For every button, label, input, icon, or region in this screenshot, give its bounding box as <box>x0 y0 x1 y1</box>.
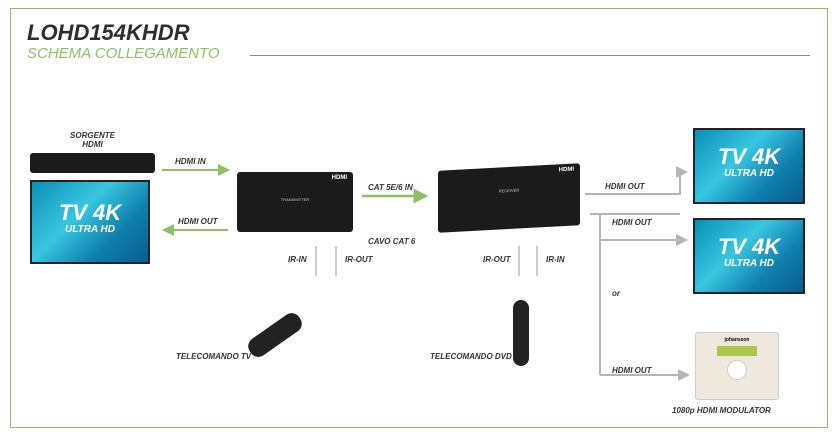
bluray-player <box>30 153 155 173</box>
divider <box>250 55 810 56</box>
source-label: SORGENTE HDMI <box>70 131 115 149</box>
tv-text: TV 4K <box>58 200 122 225</box>
hdmi-out-label: HDMI OUT <box>178 217 218 226</box>
tv-text: TV 4K <box>717 144 781 169</box>
hdmi-out-label-1: HDMI OUT <box>605 182 645 191</box>
modulator-label: 1080p HDMI MODULATOR <box>672 406 771 415</box>
remote-dvd-label: TELECOMANDO DVD <box>430 352 512 361</box>
remote-tv-label: TELECOMANDO TV <box>176 352 252 361</box>
receiver: HDMI RECEIVER <box>438 163 580 233</box>
remote-tv-icon <box>248 313 302 357</box>
tx-ir-in-label: IR-IN <box>288 255 307 264</box>
tx-ir-out-label: IR-OUT <box>345 255 373 264</box>
rx-ir-in-label: IR-IN <box>546 255 565 264</box>
rx-ir-out-label: IR-OUT <box>483 255 511 264</box>
hdmi-logo: HDMI <box>331 175 347 181</box>
subtitle: SCHEMA COLLEGAMENTO <box>27 45 220 62</box>
hdmi-out-line-1 <box>585 166 688 195</box>
product-title: LOHD154KHDR <box>27 20 190 45</box>
remote-dvd-icon <box>513 300 529 366</box>
modulator-brand: johansson <box>724 337 750 343</box>
cat-in-label: CAT 5E/6 IN <box>368 183 413 192</box>
hdmi-out-label-2: HDMI OUT <box>612 218 652 227</box>
receiver-text: RECEIVER <box>498 187 520 194</box>
transmitter: HDMI TRANSMITTER <box>237 172 353 232</box>
hdmi-in-label: HDMI IN <box>175 157 206 166</box>
cable-label: CAVO CAT 6 <box>368 237 416 246</box>
or-label: or <box>612 289 620 298</box>
hdmi-out-label-3: HDMI OUT <box>612 366 652 375</box>
transmitter-text: TRANSMITTER <box>280 197 310 202</box>
tv-subtext: ULTRA HD <box>65 224 115 235</box>
tv-subtext: ULTRA HD <box>724 258 774 269</box>
tv-text: TV 4K <box>717 234 781 259</box>
frame <box>10 8 828 428</box>
hdmi-modulator: johansson <box>695 332 779 400</box>
tv-subtext: ULTRA HD <box>724 168 774 179</box>
